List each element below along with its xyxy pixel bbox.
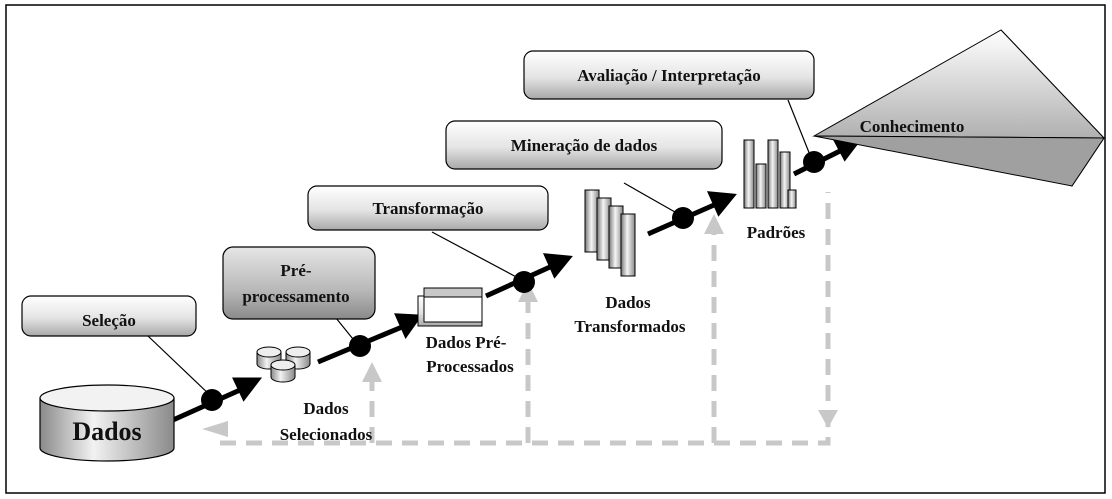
process-node xyxy=(803,151,825,173)
process-node xyxy=(513,271,535,293)
stage-avaliacao: Avaliação / Interpretação xyxy=(523,50,815,100)
feedback-arrowhead-left xyxy=(202,421,228,437)
transformados-label-line2: Transformados xyxy=(574,317,686,336)
transformed-data-icon xyxy=(584,189,636,277)
stage-avaliacao-label: Avaliação / Interpretação xyxy=(577,66,761,85)
preprocessados-label-line1: Dados Pré- xyxy=(426,333,507,352)
feedback-arrowhead-up-3 xyxy=(704,214,724,234)
preprocessed-data-icon xyxy=(417,287,483,327)
arrowhead xyxy=(706,191,737,217)
selecionados-label-line2: Selecionados xyxy=(280,425,373,444)
conhecimento-cone: Conhecimento xyxy=(812,29,1106,188)
feedback-arrowhead-up-1 xyxy=(362,362,382,382)
process-node xyxy=(349,335,371,357)
stage-transformacao: Transformação xyxy=(307,185,549,231)
feedback-loop xyxy=(220,192,831,446)
arrowhead xyxy=(542,253,573,279)
stage-transformacao-label: Transformação xyxy=(372,199,483,218)
stage-preprocessamento: Pré- processamento xyxy=(222,246,376,320)
patterns-icon xyxy=(743,139,797,209)
stage-mineracao-label: Mineração de dados xyxy=(511,136,658,155)
selecionados-label-line1: Dados xyxy=(303,399,349,418)
stage-preprocessamento-label-line2: processamento xyxy=(242,287,349,306)
feedback-arrowhead-down xyxy=(818,410,838,428)
stage-selecao: Seleção xyxy=(21,295,197,337)
dados-cylinder: Dados xyxy=(39,384,175,462)
process-nodes xyxy=(201,151,825,411)
selected-data-icon xyxy=(256,346,311,383)
padroes-label: Padrões xyxy=(747,223,806,242)
stage-preprocessamento-label-line1: Pré- xyxy=(280,261,311,280)
feedback-arrowheads xyxy=(202,214,838,437)
dados-label: Dados xyxy=(72,417,141,446)
figure-frame xyxy=(5,4,1106,494)
stage-mineracao: Mineração de dados xyxy=(445,120,723,170)
transformados-label-line1: Dados xyxy=(605,293,651,312)
arrowhead xyxy=(394,313,423,340)
arrowhead xyxy=(232,377,263,402)
preprocessados-label-line2: Processados xyxy=(426,357,514,376)
conhecimento-label: Conhecimento xyxy=(860,117,965,136)
process-node xyxy=(201,389,223,411)
stage-connectors xyxy=(147,99,813,398)
stage-selecao-label: Seleção xyxy=(82,311,136,330)
process-node xyxy=(672,207,694,229)
